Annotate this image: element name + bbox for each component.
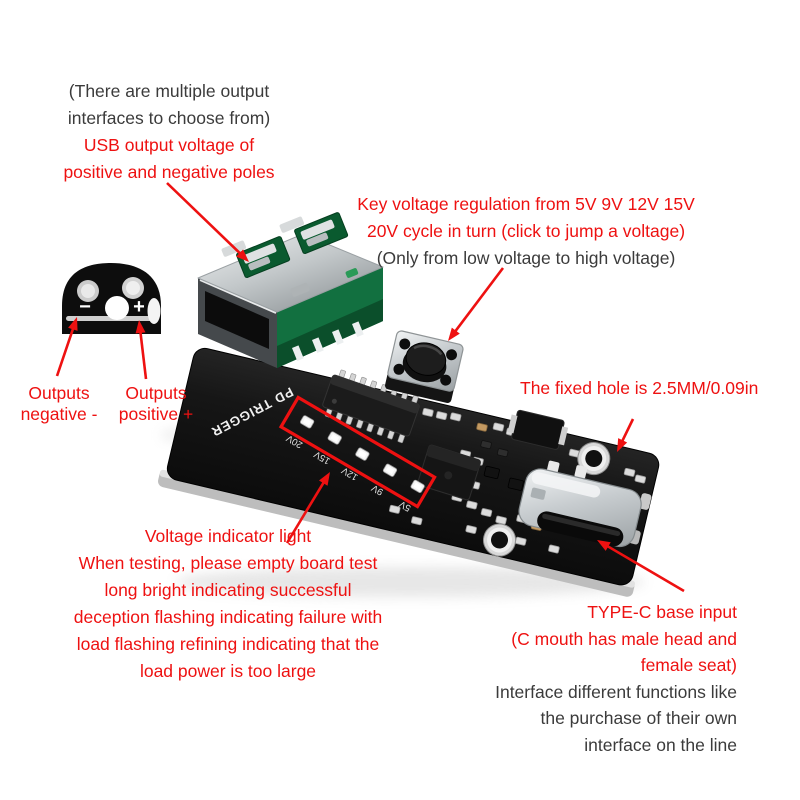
callout-voltage-indicator: Voltage indicator light When testing, pl…: [54, 523, 402, 685]
callout-usb-output: (There are multiple output interfaces to…: [28, 78, 310, 186]
usb-a-pins: [292, 321, 364, 361]
smd-component: [422, 407, 434, 417]
smd-component: [507, 477, 524, 491]
smd-component: [466, 500, 478, 510]
led-9v: 9V: [369, 463, 398, 498]
callout-line: deception flashing indicating failure wi…: [73, 607, 383, 627]
annotation-arrow: [597, 540, 611, 551]
controller-ic: [417, 444, 481, 501]
callout-fixed-hole: The fixed hole is 2.5MM/0.09in: [520, 375, 795, 402]
callout-line: Voltage indicator light: [144, 526, 312, 546]
callout-line: USB output voltage of: [83, 135, 255, 155]
callout-line: interfaces to choose from): [67, 108, 271, 128]
callout-line: female seat): [640, 655, 737, 675]
callout-line: (C mouth has male head and: [511, 628, 737, 649]
smd-component: [492, 422, 505, 432]
callout-line: load flashing refining indicating that t…: [76, 634, 380, 654]
annotation-arrow: [448, 327, 460, 341]
callout-key-voltage: Key voltage regulation from 5V 9V 12V 15…: [333, 191, 719, 272]
callout-line: Interface different functions like: [495, 681, 737, 702]
smd-component: [483, 465, 500, 480]
callout-outputs-positive: Outputs positive +: [106, 383, 206, 425]
callout-line: (Only from low voltage to high voltage): [376, 248, 676, 268]
smd-component: [411, 516, 423, 526]
voltage-select-button[interactable]: [384, 330, 464, 404]
callout-line: negative -: [20, 404, 98, 424]
callout-line: Outputs: [28, 383, 90, 403]
annotation-arrow: [166, 182, 242, 256]
svg-text:5V: 5V: [397, 498, 413, 514]
smd-component: [496, 448, 509, 458]
side-pad: [147, 298, 161, 324]
annotation-arrow: [617, 438, 628, 452]
smd-component: [480, 440, 492, 450]
smd-component: [548, 544, 560, 554]
center-pad: [105, 296, 129, 320]
annotation-arrow: [605, 544, 685, 593]
pcb-board: PD TRIGGER 20V: [158, 347, 660, 597]
smd-component: [465, 525, 477, 534]
callout-line: Outputs: [125, 383, 187, 403]
smd-component: [495, 515, 507, 525]
callout-outputs-negative: Outputs negative -: [10, 383, 108, 425]
smd-component: [389, 504, 401, 514]
annotation-arrow: [318, 472, 330, 486]
voltage-led-row: 20V 15V 12V 9V 5V: [278, 395, 437, 514]
smd-component: [449, 412, 462, 422]
plus-marking: +: [133, 296, 145, 318]
annotation-arrow: [236, 249, 249, 262]
fixed-hole-bottom: [483, 523, 517, 557]
smd-component: [623, 467, 636, 477]
callout-line: When testing, please empty board test: [78, 553, 378, 573]
led-5v: 5V: [397, 479, 425, 514]
smd-component: [435, 411, 448, 421]
callout-line: long bright indicating successful: [104, 580, 352, 600]
usb-c-port: [518, 460, 642, 548]
annotation-arrow: [620, 418, 635, 443]
callout-line: positive +: [118, 404, 194, 424]
callout-line: load power is too large: [139, 661, 317, 681]
annotation-arrow: [55, 327, 75, 377]
power-component: [507, 409, 569, 450]
callout-line: Key voltage regulation from 5V 9V 12V 15…: [357, 194, 695, 214]
usb-a-opening: [205, 291, 269, 349]
callout-line: 20V cycle in turn (click to jump a volta…: [366, 221, 686, 241]
callout-line: TYPE-C base input: [587, 602, 737, 622]
smd-component: [476, 422, 488, 432]
callout-line: interface on the line: [584, 734, 737, 755]
smd-component: [480, 508, 493, 517]
output-polarity-diagram: − +: [62, 263, 161, 334]
annotation-arrows: [55, 182, 685, 593]
callout-line: positive and negative poles: [63, 162, 275, 182]
annotation-arrow: [68, 317, 78, 331]
annotation-arrow: [139, 330, 148, 380]
annotation-arrow: [453, 267, 505, 333]
svg-text:9V: 9V: [369, 482, 385, 498]
annotation-arrow: [135, 320, 146, 334]
minus-marking: −: [79, 296, 91, 318]
callout-line: (There are multiple output: [68, 81, 270, 101]
callout-line: The fixed hole is 2.5MM/0.09in: [520, 378, 759, 398]
callout-line: the purchase of their own: [540, 708, 737, 728]
smd-component: [634, 474, 647, 484]
annotation-arrow: [285, 480, 326, 544]
callout-type-c: TYPE-C base input (C mouth has male head…: [450, 599, 737, 758]
led-highlight-box: [278, 395, 437, 509]
usb-a-port: [197, 212, 384, 368]
fixed-hole-top: [577, 442, 611, 476]
